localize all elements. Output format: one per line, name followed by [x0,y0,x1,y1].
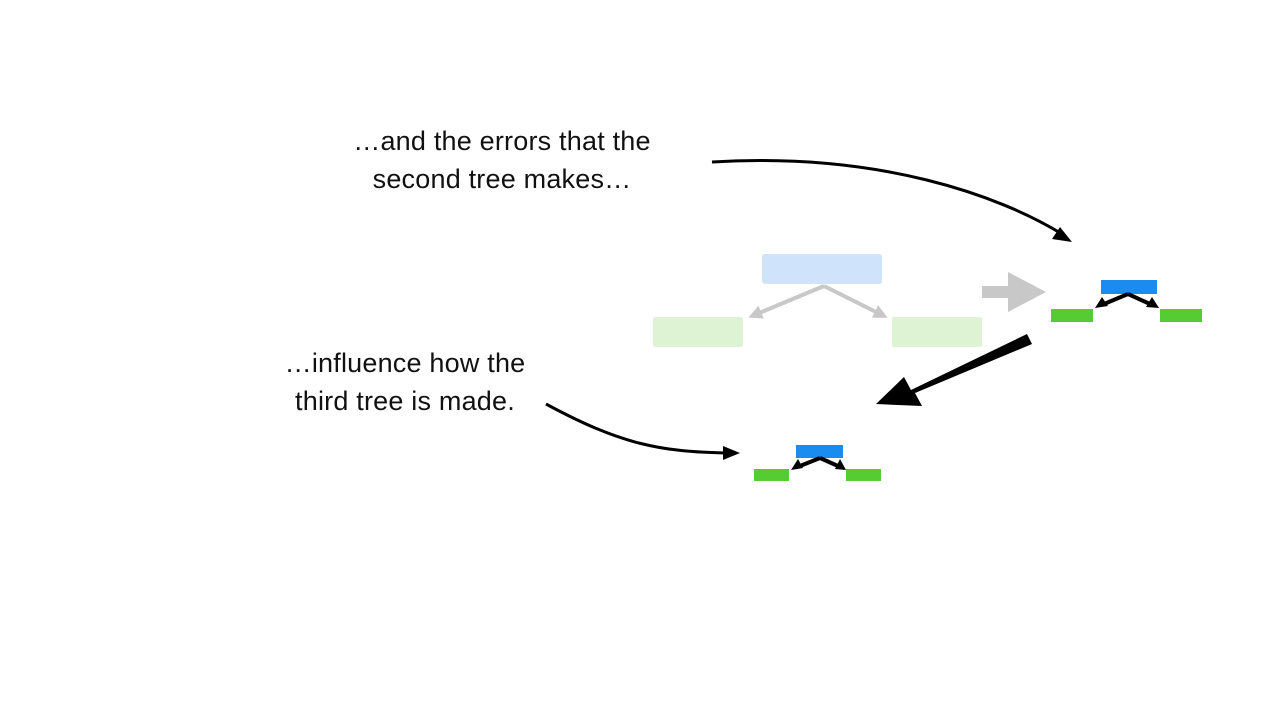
top-caption-pointer-arrow [711,159,1063,236]
top-caption-line-1: …and the errors that the [353,126,651,156]
third-tree-left-leaf [754,469,789,481]
influence-arrow [876,334,1032,406]
third-tree-right-branch [819,456,839,468]
bottom-caption-pointer-arrow [545,402,729,455]
second-tree-left-branch [1103,292,1129,306]
bottom-caption-pointer-head [723,446,740,460]
third-tree [754,445,881,481]
third-tree-left-branch [799,456,821,468]
second-tree [1051,280,1202,322]
second-tree-right-branch-head [1146,297,1159,308]
faded-root-node [762,254,882,284]
top-caption: …and the errors that the second tree mak… [300,122,704,198]
third-tree-right-leaf [846,469,881,481]
first-tree-faded [653,254,982,347]
second-tree-right-leaf [1160,309,1202,322]
faded-flow-arrow [982,272,1046,312]
third-tree-root-node [796,445,843,458]
faded-right-branch [823,284,888,318]
second-tree-root-node [1101,280,1157,294]
faded-right-leaf [892,317,982,347]
third-tree-left-branch-head [791,459,803,470]
top-caption-pointer-head [1052,227,1072,242]
top-caption-line-2: second tree makes… [372,164,632,194]
faded-left-branch [748,284,825,319]
bottom-caption-line-2: third tree is made. [295,386,515,416]
second-tree-left-leaf [1051,309,1093,322]
bottom-caption-line-1: …influence how the [284,348,526,378]
faded-left-leaf [653,317,743,347]
third-tree-right-branch-head [835,459,846,470]
second-tree-left-branch-head [1095,297,1108,308]
second-tree-right-branch [1127,292,1151,306]
bottom-caption: …influence how the third tree is made. [240,344,570,420]
